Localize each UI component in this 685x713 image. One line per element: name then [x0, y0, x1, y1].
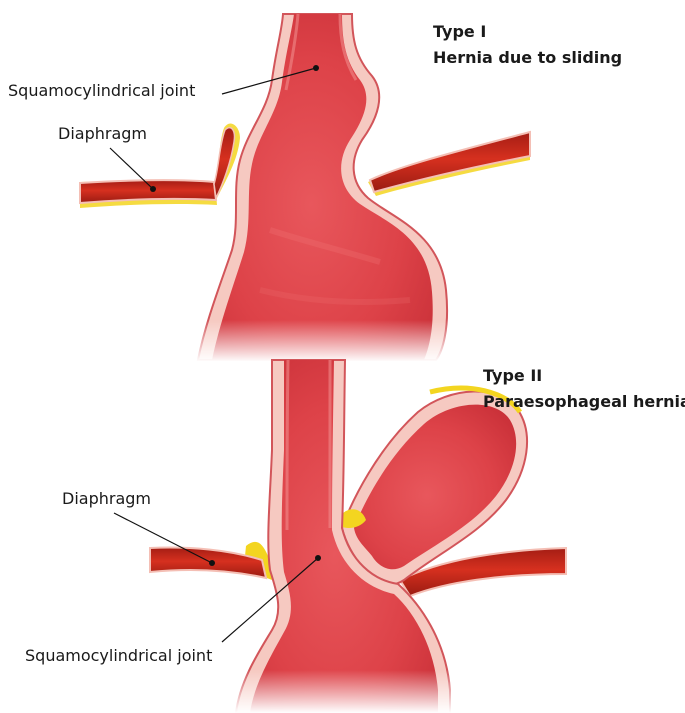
pointer-joint-bottom	[315, 555, 321, 561]
type-1-subtitle: Hernia due to sliding	[433, 48, 622, 67]
label-diaphragm-bottom: Diaphragm	[62, 489, 151, 508]
pointer-joint-top	[313, 65, 319, 71]
diaphragm-right-top	[368, 132, 530, 196]
hernia-pouch-lumen	[354, 405, 516, 570]
label-joint-top: Squamocylindrical joint	[8, 81, 195, 100]
type-1-title: Type I	[433, 22, 486, 41]
type-1-panel: Type I Hernia due to sliding Squamocylin…	[8, 14, 622, 362]
type-2-title: Type II	[483, 366, 542, 385]
label-diaphragm-top: Diaphragm	[58, 124, 147, 143]
type-2-panel: Type II Paraesophageal hernia Diaphragm …	[25, 360, 685, 713]
pointer-diaphragm-top	[150, 186, 156, 192]
label-joint-bottom: Squamocylindrical joint	[25, 646, 212, 665]
type-2-subtitle: Paraesophageal hernia	[483, 392, 685, 411]
pointer-diaphragm-bottom	[209, 560, 215, 566]
